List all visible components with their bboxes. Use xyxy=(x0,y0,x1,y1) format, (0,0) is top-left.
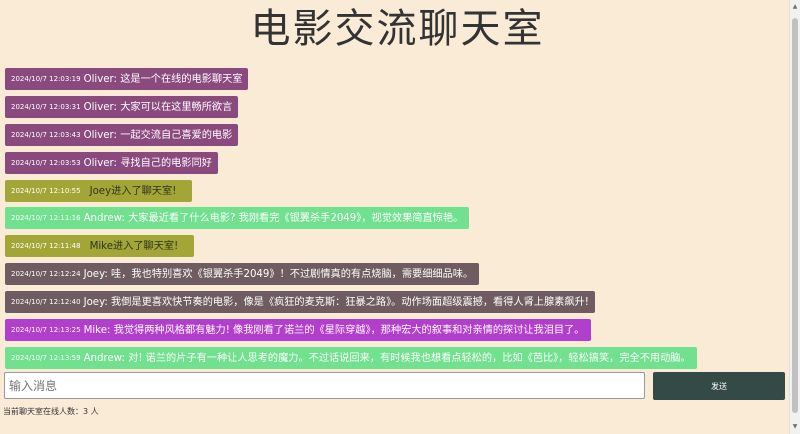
message-text: Oliver: 大家可以在这里畅所欲言 xyxy=(83,101,233,113)
message-text: Mike进入了聊天室! xyxy=(89,241,179,253)
message-input[interactable] xyxy=(4,372,645,399)
message-timestamp: 2024/10/7 12:13:59 xyxy=(11,353,81,362)
system-join-message: 2024/10/7 12:10:55 Joey进入了聊天室! xyxy=(5,179,193,202)
scrollbar-thumb[interactable] xyxy=(792,18,798,413)
message-timestamp: 2024/10/7 12:12:40 xyxy=(11,298,81,307)
message-timestamp: 2024/10/7 12:13:25 xyxy=(11,326,81,335)
message-timestamp: 2024/10/7 12:12:24 xyxy=(11,270,81,279)
message-timestamp: 2024/10/7 12:03:53 xyxy=(11,158,81,167)
message-text: Joey: 哇，我也特别喜欢《银翼杀手2049》！不过剧情真的有点烧脑，需要细细… xyxy=(83,269,474,281)
vertical-scrollbar[interactable]: ▲ ▼ xyxy=(789,0,800,434)
message-input-row: 发送 xyxy=(4,372,785,401)
message-timestamp: 2024/10/7 12:03:31 xyxy=(11,102,81,111)
message-timestamp: 2024/10/7 12:03:43 xyxy=(11,130,81,139)
message-text: Andrew: 对! 诺兰的片子有一种让人思考的魔力。不过话说回来，有时候我也想… xyxy=(83,352,691,364)
scroll-up-icon[interactable]: ▲ xyxy=(792,3,798,10)
message-text: Andrew: 大家最近看了什么电影? 我刚看完《银翼杀手2049》，视觉效果简… xyxy=(83,213,464,225)
message-text: Oliver: 寻找自己的电影同好 xyxy=(83,157,212,169)
message-timestamp: 2024/10/7 12:11:48 xyxy=(11,242,81,251)
message-text: Joey进入了聊天室! xyxy=(89,185,177,197)
page-title: 电影交流聊天室 xyxy=(250,6,545,52)
online-count: 当前聊天室在线人数：3 人 xyxy=(3,407,99,416)
message-text: Mike: 我觉得两种风格都有魅力! 像我刚看了诺兰的《星际穿越》，那种宏大的叙… xyxy=(83,325,585,337)
system-join-message: 2024/10/7 12:11:48 Mike进入了聊天室! xyxy=(5,235,195,258)
message-text: Oliver: 这是一个在线的电影聊天室 xyxy=(83,74,243,85)
scroll-down-icon[interactable]: ▼ xyxy=(792,423,798,430)
message-timestamp: 2024/10/7 12:03:19 xyxy=(11,75,81,83)
message-text: Oliver: 一起交流自己喜爱的电影 xyxy=(83,129,233,141)
message-timestamp: 2024/10/7 12:11:16 xyxy=(11,214,81,223)
message-text: Joey: 我倒是更喜欢快节奏的电影，像是《疯狂的麦克斯：狂暴之路》。动作场面超… xyxy=(83,297,589,309)
send-button[interactable]: 发送 xyxy=(653,372,785,400)
message-timestamp: 2024/10/7 12:10:55 xyxy=(11,186,81,195)
